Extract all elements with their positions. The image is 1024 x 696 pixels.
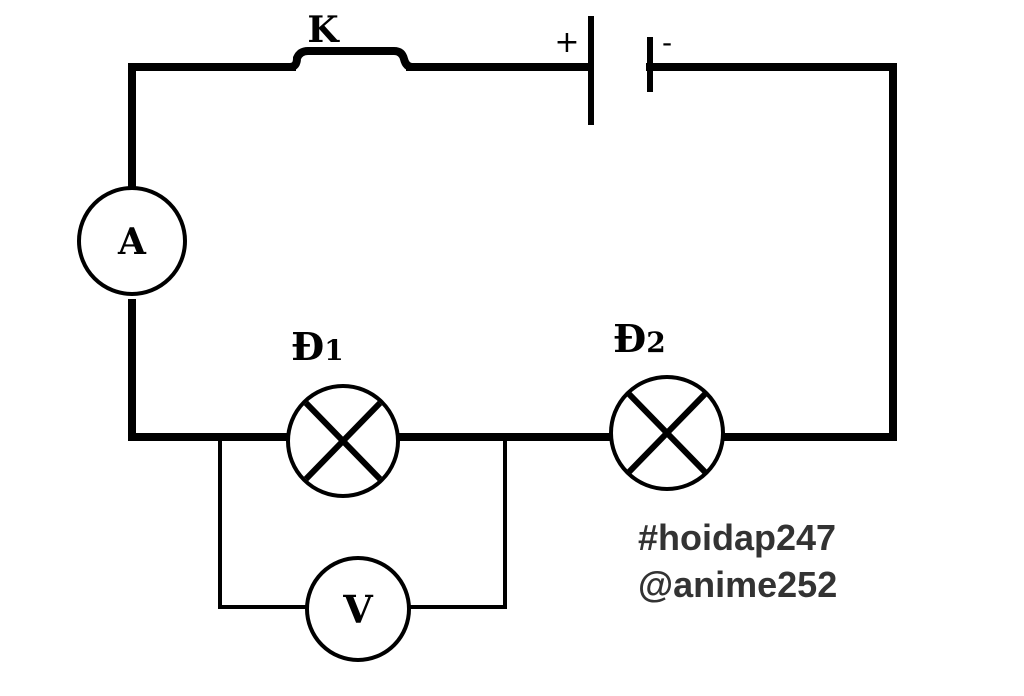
voltmeter [305, 556, 411, 662]
lamp-2-index: 2 [646, 326, 665, 359]
ammeter-label: A [117, 221, 147, 263]
voltmeter-label: V [342, 587, 374, 632]
ammeter [77, 186, 187, 296]
lamp-1-index: 1 [324, 334, 343, 367]
lamp-2-letter: Đ [613, 316, 646, 361]
lamp-1-letter: Đ [291, 324, 324, 369]
watermark-line-1: #hoidap247 [638, 517, 836, 558]
lamp-2-label: Đ2 [613, 316, 666, 361]
voltmeter-branch-wire [218, 435, 507, 609]
wire-top-right [646, 63, 897, 441]
battery-positive-sign: + [554, 25, 579, 60]
wire-top-left [128, 63, 296, 441]
lamp-2-cross [626, 391, 708, 475]
battery-negative-sign: - [662, 26, 672, 59]
lamp-1-label: Đ1 [291, 324, 344, 369]
switch-label: K [307, 9, 340, 51]
switch-k [285, 47, 417, 72]
lamp-1-cross [303, 400, 383, 482]
watermark-line-2: @anime252 [638, 564, 837, 605]
